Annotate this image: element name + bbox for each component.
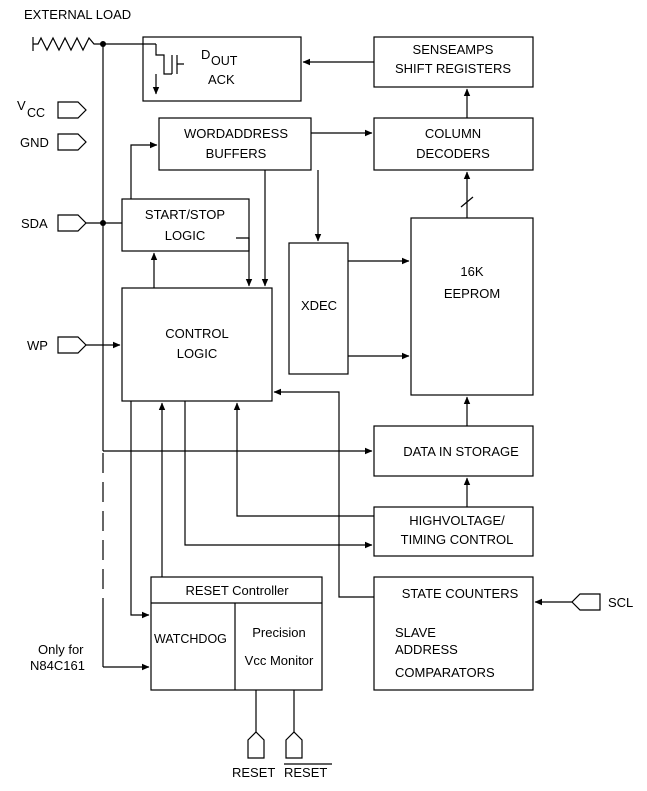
wp-pin-icon (57, 336, 87, 354)
data-in-storage-box (373, 425, 534, 477)
xdec-box (288, 242, 349, 375)
reset-pin-icon (247, 731, 265, 759)
buffers-label: BUFFERS (206, 146, 267, 161)
sda-label: SDA (21, 216, 48, 231)
wp-label: WP (27, 338, 48, 353)
control-logic-box (121, 287, 273, 402)
sda-pin-icon (57, 214, 87, 232)
precision-label: Precision (252, 625, 305, 640)
timing-control-label: TIMING CONTROL (401, 532, 514, 547)
column-decoders-box (373, 117, 534, 171)
senseamps-box (373, 36, 534, 88)
dout-sub-label: OUT (211, 54, 238, 68)
address-label: ADDRESS (395, 642, 458, 657)
control-logic-label: LOGIC (177, 346, 217, 361)
reset-controller-box (150, 576, 323, 691)
n84c161-label: N84C161 (30, 658, 85, 673)
scl-pin-icon (571, 593, 601, 611)
comparators-label: COMPARATORS (395, 665, 495, 680)
state-counters-box (373, 576, 534, 691)
dout-d-label: D (201, 47, 210, 62)
reset-bar-pin-icon (285, 731, 303, 759)
ack-label: ACK (208, 72, 235, 87)
start-stop-label: START/STOP (145, 207, 225, 222)
start-stop-logic-box (121, 198, 250, 252)
eeprom-16k-label: 16K (460, 264, 483, 279)
slave-label: SLAVE (395, 625, 436, 640)
gnd-pin-icon (57, 133, 87, 151)
external-load-label: EXTERNAL LOAD (24, 7, 131, 22)
external-load-resistor (32, 36, 103, 52)
reset-bar-label: RESET (284, 765, 327, 780)
control-label: CONTROL (165, 326, 229, 341)
senseamps-label: SENSEAMPS (413, 42, 494, 57)
reset-label: RESET (232, 765, 275, 780)
column-label: COLUMN (425, 126, 481, 141)
scl-label: SCL (608, 595, 633, 610)
vcc-monitor-label: Vcc Monitor (245, 653, 314, 668)
shift-registers-label: SHIFT REGISTERS (395, 61, 511, 76)
xdec-label: XDEC (301, 298, 337, 313)
watchdog-label: WATCHDOG (154, 632, 227, 646)
start-stop-logic-label: LOGIC (165, 228, 205, 243)
vcc-v-label: V (17, 98, 26, 113)
dout-ack-box (142, 36, 302, 102)
only-for-label: Only for (38, 642, 84, 657)
wordaddress-label: WORDADDRESS (184, 126, 288, 141)
highvoltage-timing-box (373, 506, 534, 557)
gnd-label: GND (20, 135, 49, 150)
highvoltage-label: HIGHVOLTAGE/ (409, 513, 505, 528)
eeprom-box (410, 217, 534, 396)
eeprom-label: EEPROM (444, 286, 500, 301)
reset-controller-label: RESET Controller (185, 583, 289, 598)
data-in-storage-label: DATA IN STORAGE (403, 444, 519, 459)
wordaddress-buffers-box (158, 117, 312, 171)
state-counters-label: STATE COUNTERS (402, 586, 519, 601)
decoders-label: DECODERS (416, 146, 490, 161)
vcc-pin-icon (57, 101, 87, 119)
vcc-sub-label: CC (27, 106, 45, 120)
